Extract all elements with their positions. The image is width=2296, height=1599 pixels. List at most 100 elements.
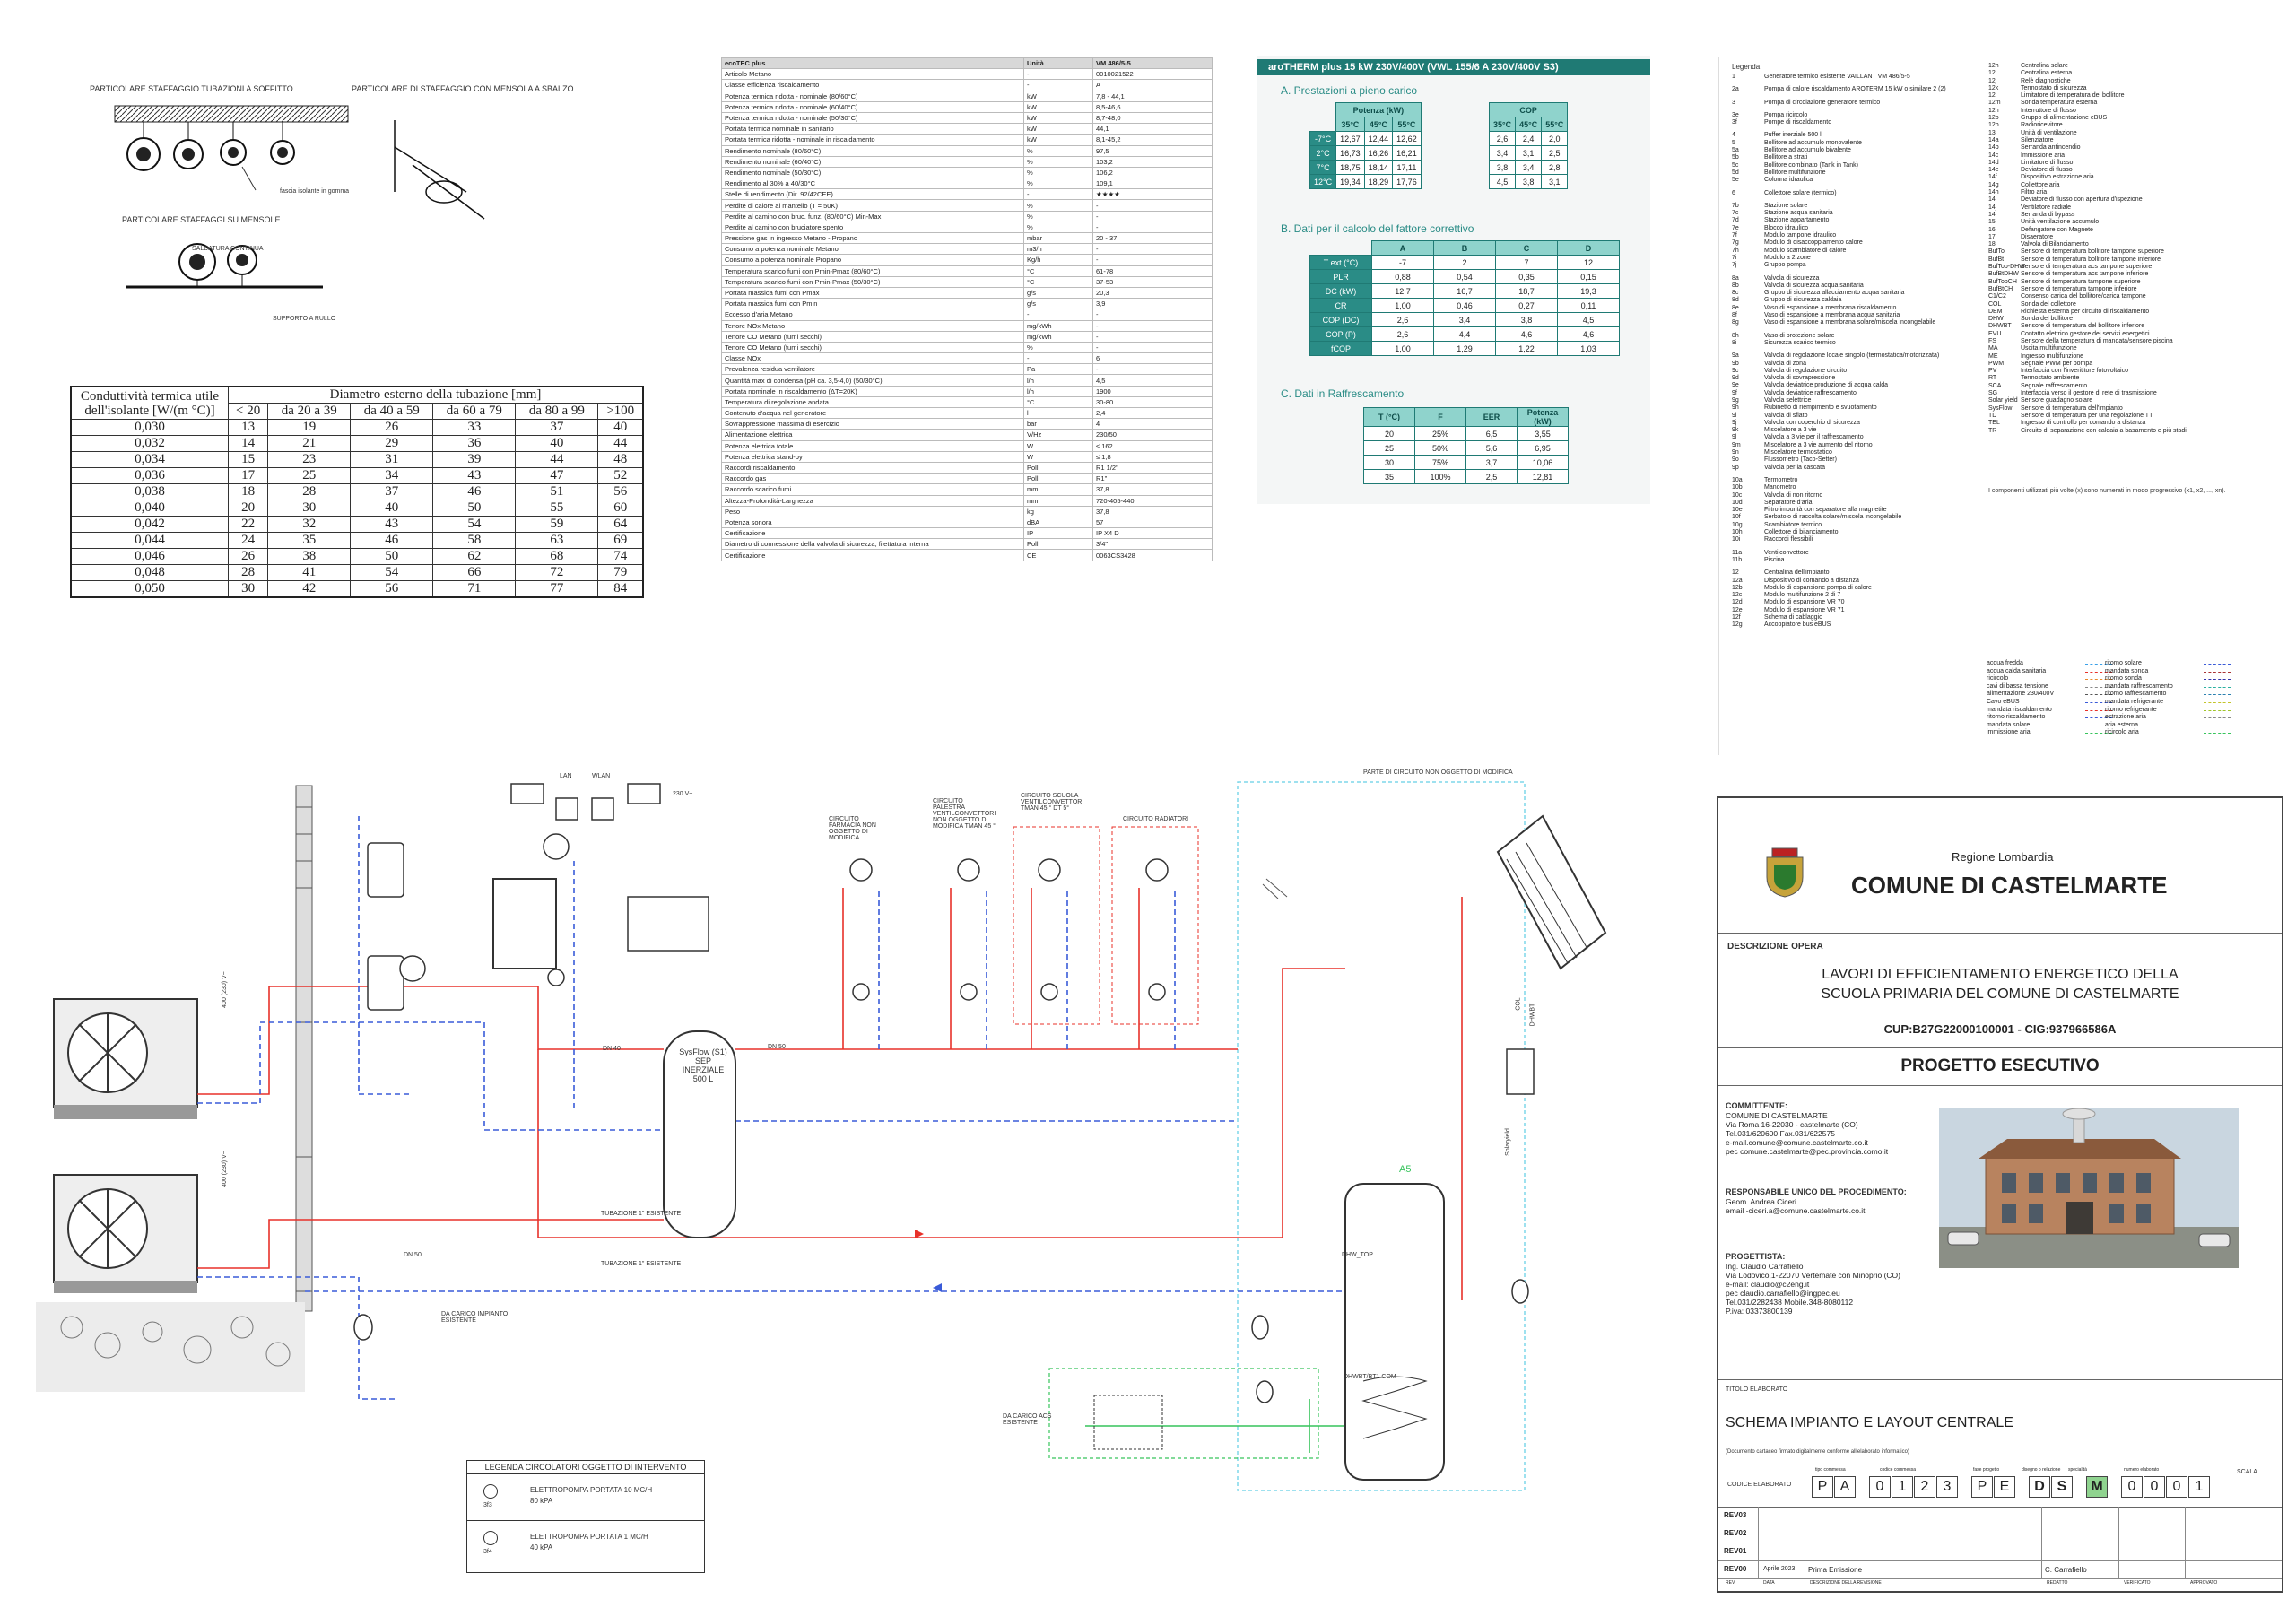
legend-code: 5d [1732,169,1739,176]
table-cell: 6,5 [1465,426,1518,441]
legend-code: 10a [1732,476,1743,483]
table-cell: dBA [1023,516,1093,529]
table-cell: 40 [350,500,434,517]
title-label: TITOLO ELABORATO [1726,1386,1788,1393]
a5-tag: A5 [1399,1164,1412,1175]
table-cell: Altezza-Profondità-Larghezza [721,494,1024,507]
power-cell: 12,67 [1335,131,1365,146]
expansion-vessels [353,1279,1529,1403]
table-cell: 0,54 [1433,269,1496,284]
legend-code: 12b [1732,584,1743,591]
legend-code: FS [1988,337,1996,344]
label-saddle: SALDATURA CONTINUA [192,246,264,252]
list-item: mandata riscaldamento [1987,707,2121,715]
legend-desc: Limitatore di flusso [2021,159,2074,166]
legend-code: 7g [1732,239,1739,247]
table-cell: 79 [597,564,644,581]
table-cell: Peso [721,505,1024,517]
line-swatch [2204,679,2231,681]
power-cell: 18,14 [1363,160,1394,175]
row-head: 7°C [1309,160,1337,175]
table-cell: - [1092,341,1213,354]
table-cell: 0,35 [1495,269,1558,284]
table-cell: 30 [267,500,352,517]
legend-desc: Valvola di regolazione circuito [1764,367,1848,374]
cop-cell: 2,5 [1541,145,1569,161]
legend-desc: Unità di ventilazione [2021,129,2077,136]
legend-code: 5a [1732,147,1739,154]
table-cell: % [1023,341,1093,354]
table-row: Rendimento al 30% a 40/30°C%109,1 [721,178,1213,190]
cop-cell: 2,0 [1541,131,1569,146]
table-cell: 15 [227,451,269,468]
legend-desc: Pompa di circolazione generatore termico [1764,99,1881,106]
table-cell: 8,5-46,6 [1092,100,1213,113]
table-cell: 21 [267,435,352,452]
revision-row: REV02 [1718,1525,2282,1543]
legend-code: 16 [1988,226,1996,233]
table-cell: 3,8 [1495,312,1558,327]
code-cell: 0 [2121,1476,2143,1498]
table-row: Quantità max di condensa (pH ca. 3,5-4,0… [721,374,1213,387]
table-cell: Poll. [1023,461,1093,474]
line-label: cavi di bassa tensione [1987,682,2048,690]
cop-cell: 2,6 [1488,131,1517,146]
table-cell: 37,8 [1092,483,1213,496]
line-swatch [2085,679,2112,681]
row-head: 12°C [1309,174,1337,189]
table-cell: Consumo a potenza nominale Propano [721,254,1024,266]
rev-divider [2185,1543,2186,1560]
code-cell: D [2029,1476,2050,1498]
info-line: Tel.031/2282438 Mobile.348-8080112 [1726,1298,1854,1307]
legend-desc: Modulo di espansione VR 70 [1764,599,1845,606]
table-cell: % [1023,178,1093,190]
legend-desc: Centralina esterna [2021,70,2073,77]
legend-desc: Sensore di temperatura acs tampone super… [2021,264,2152,271]
legend-desc: Valvola di non ritorno [1764,491,1823,499]
code-head: tipo commessa [1815,1467,1846,1473]
list-item: alimentazione 230/400V [1987,691,2121,699]
table-cell: 52 [597,467,644,484]
table-cell: 1,03 [1557,341,1620,356]
legend-desc: Scambiatore termico [1764,521,1822,528]
legend-desc: Valvola deviatrice produzione di acqua c… [1764,382,1889,389]
table-cell: 71 [432,580,517,598]
legend-code: 14i [1988,196,1997,204]
existing-acs-filling-label: DA CARICO ACS ESISTENTE [1003,1413,1052,1426]
table-cell: - [1092,330,1213,343]
list-item: cavi di bassa tensione [1987,683,2121,691]
table-cell: Tenore CO Metano (fumi secchi) [721,330,1024,343]
table-cell: V/Hz [1023,429,1093,441]
row-head: COP (P) [1309,326,1372,342]
table-cell: kW [1023,111,1093,125]
rev-divider [2118,1507,2119,1525]
list-item: immissione aria [1987,729,2121,737]
line-swatch [2085,709,2112,711]
cop-cell: 3,8 [1515,174,1543,189]
legend-desc: Vaso di espansione a membrana acqua sani… [1764,312,1900,319]
